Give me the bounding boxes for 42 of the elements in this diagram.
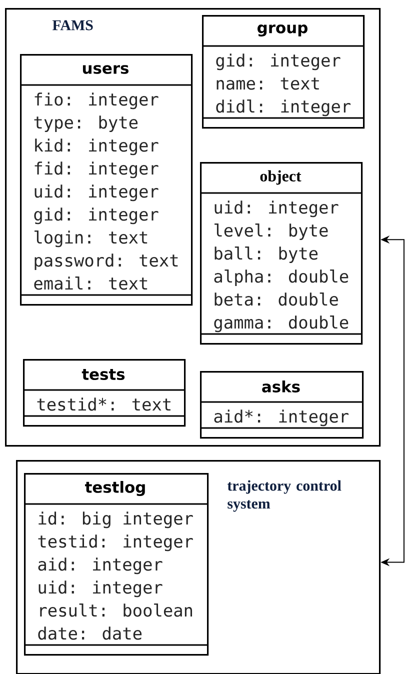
attribute-text: level: byte — [214, 224, 328, 240]
attribute-text: gid: integer — [34, 208, 158, 224]
class-name: asks — [262, 380, 300, 392]
class-box — [20, 54, 193, 306]
attribute-text: testid: integer — [38, 534, 193, 552]
class-name: object — [260, 170, 302, 185]
class-name: tests — [82, 368, 125, 380]
class-box — [202, 15, 365, 129]
attribute-text: fio: integer — [34, 92, 158, 110]
attribute-text: didl: integer — [216, 100, 350, 116]
class-name: testlog — [85, 480, 145, 496]
attribute-text: id: big integer — [38, 512, 193, 528]
attribute-text: gid: integer — [216, 54, 340, 70]
attribute-text: ball: byte — [214, 246, 318, 264]
class-box — [200, 371, 364, 439]
class-box — [24, 473, 209, 656]
package-box — [16, 460, 381, 674]
attribute-text: date: date — [38, 626, 142, 640]
attribute-text: uid: integer — [38, 580, 162, 598]
attribute-text: alpha: double — [214, 270, 348, 286]
attribute-text: type: byte — [34, 116, 138, 132]
class-box — [23, 359, 186, 427]
attribute-text: uid: integer — [214, 200, 338, 218]
attribute-text: login: text — [34, 230, 148, 248]
attribute-text: kid: integer — [35, 138, 158, 156]
attribute-text: aid: integer — [38, 558, 162, 574]
attribute-text: email: text — [34, 276, 148, 290]
class-box — [200, 162, 363, 345]
package-title: trajectory control system — [227, 480, 342, 512]
attribute-text: testid*: text — [37, 398, 170, 411]
attribute-text: aid*: integer — [214, 410, 348, 426]
attribute-text: uid: integer — [34, 184, 158, 202]
package-box — [5, 8, 381, 447]
class-name: users — [82, 65, 128, 74]
attribute-text: password: text — [34, 254, 178, 270]
attribute-text: fid: integer — [34, 162, 158, 178]
class-name: group — [258, 24, 308, 36]
attribute-text: name: text — [216, 78, 319, 90]
attribute-text: gamma: double — [214, 316, 348, 332]
attribute-text: beta: double — [214, 292, 338, 306]
package-title: FAMS — [52, 20, 93, 30]
attribute-text: result: boolean — [40, 604, 192, 617]
